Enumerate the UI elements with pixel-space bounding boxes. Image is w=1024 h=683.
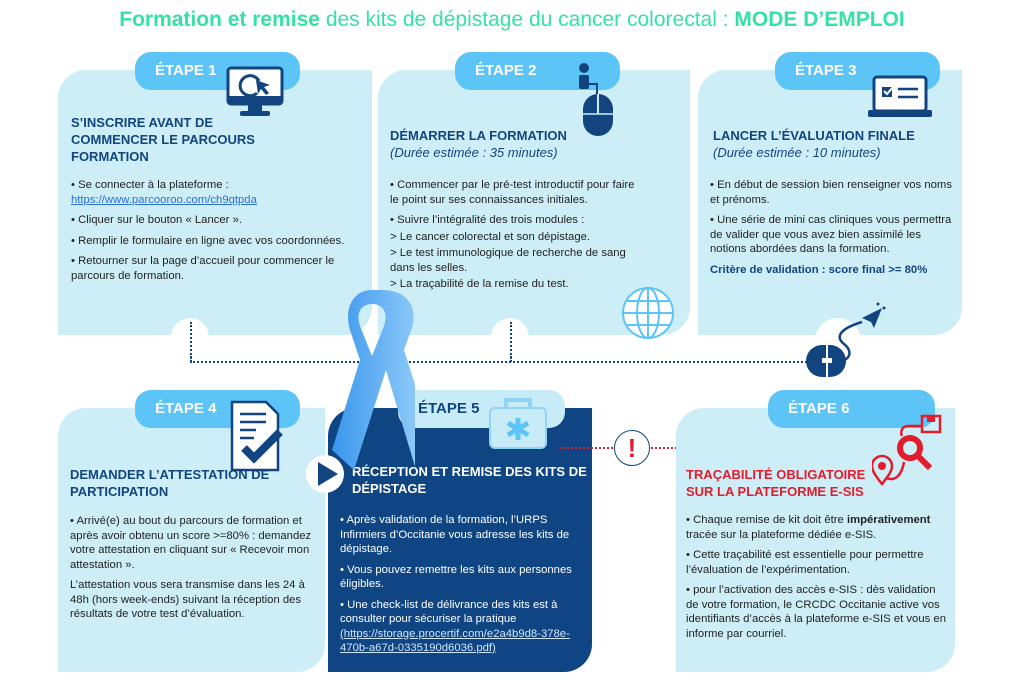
connector: [190, 322, 192, 362]
step-6-tab: ÉTAPE 6: [768, 390, 935, 428]
tab-label: ÉTAPE 5: [418, 400, 480, 417]
page-title: Formation et remise des kits de dépistag…: [0, 8, 1024, 32]
tab-label: ÉTAPE 4: [155, 400, 217, 417]
step-3-tab: ÉTAPE 3: [775, 52, 940, 90]
medical-kit-icon: [489, 398, 547, 449]
laptop-checklist-icon: [868, 75, 932, 117]
mouse-paperplane-icon: [806, 302, 886, 377]
mouse-user-icon: [579, 63, 613, 136]
connector: [510, 322, 512, 362]
awareness-ribbon-icon: [332, 290, 415, 470]
tab-label: ÉTAPE 6: [788, 400, 850, 417]
step-item: > La traçabilité de la remise du test.: [390, 278, 569, 290]
computer-click-icon: [226, 66, 284, 116]
step-2-tab: ÉTAPE 2: [455, 52, 620, 90]
step-item: • Une check-list de délivrance des kits …: [340, 598, 558, 626]
alert-icon: !: [614, 430, 650, 466]
step-1-card: S’INSCRIRE AVANT DE COMMENCER LE PARCOUR…: [58, 70, 372, 335]
step-item: • pour l’activation des accès e-SIS : dè…: [686, 584, 946, 640]
step-item: tracée sur la plateforme dédiée e-SIS.: [686, 528, 877, 541]
step-item: • Cette traçabilité est essentielle pour…: [686, 549, 924, 576]
certificate-check-icon: [230, 400, 283, 472]
step-item: • Chaque remise de kit doit être: [686, 514, 847, 526]
step-item: > Le test immunologique de recherche de …: [390, 247, 626, 274]
step-heading: DÉMARRER LA FORMATION: [390, 128, 567, 143]
step-item: • Après validation de la formation, l’UR…: [340, 514, 570, 555]
globe-icon: [622, 287, 674, 339]
checklist-link[interactable]: (https://storage.procertif.com/e2a4b9d8-…: [340, 627, 570, 655]
step-item: • En début de session bien renseigner vo…: [710, 179, 952, 206]
platform-link[interactable]: https://www.parcooroo.com/ch9qtpda: [71, 193, 257, 206]
title-regular: des kits de dépistage du cancer colorect…: [319, 8, 735, 31]
step-duration: (Durée estimée : 10 minutes): [713, 145, 881, 160]
step-item: • Arrivé(e) au bout du parcours de forma…: [70, 515, 312, 571]
tracking-search-icon: [872, 414, 942, 486]
step-item: • Remplir le formulaire en ligne avec vo…: [71, 234, 345, 247]
step-item: > Le cancer colorectal et son dépistage.: [390, 230, 591, 243]
step-item-emphasis: impérativement: [846, 514, 931, 526]
step-item: L’attestation vous sera transmise dans l…: [70, 579, 305, 620]
connector: [190, 361, 815, 363]
step-6-card: TRAÇABILITÉ OBLIGATOIRE SUR LA PLATEFORM…: [676, 408, 955, 672]
step-4-card: DEMANDER L’ATTESTATION DE PARTICIPATION …: [58, 408, 325, 672]
tab-label: ÉTAPE 3: [795, 62, 857, 79]
tab-label: ÉTAPE 1: [155, 62, 217, 79]
step-item: • Commencer par le pré-test introductif …: [390, 179, 635, 206]
step-item: • Se connecter à la plateforme :: [71, 179, 229, 191]
step-item: • Suivre l’intégralité des trois modules…: [390, 214, 585, 226]
step-heading: LANCER L’ÉVALUATION FINALE: [713, 128, 915, 143]
step-heading: S’INSCRIRE AVANT DE COMMENCER LE PARCOUR…: [71, 115, 255, 164]
step-item: • Une série de mini cas cliniques vous p…: [710, 214, 952, 255]
play-arrow-icon: [318, 462, 338, 486]
step-2-card: DÉMARRER LA FORMATION (Durée estimée : 35…: [378, 70, 690, 335]
step-5-card: RÉCEPTION ET REMISE DES KITS DE DÉPISTAG…: [328, 408, 592, 672]
step-heading: DEMANDER L’ATTESTATION DE PARTICIPATION: [70, 467, 270, 499]
step-duration: (Durée estimée : 35 minutes): [390, 145, 558, 160]
step-heading: TRAÇABILITÉ OBLIGATOIRE SUR LA PLATEFORM…: [686, 467, 866, 499]
tab-label: ÉTAPE 2: [475, 62, 537, 79]
title-caps: MODE D’EMPLOI: [734, 8, 905, 31]
step-item: • Retourner sur la page d’accueil pour c…: [71, 255, 335, 282]
title-bold: Formation et remise: [119, 8, 320, 31]
step-item: • Cliquer sur le bouton « Lancer ».: [71, 214, 242, 226]
step-heading: RÉCEPTION ET REMISE DES KITS DE DÉPISTAG…: [352, 464, 587, 496]
validation-criterion: Critère de validation : score final >= 8…: [710, 263, 928, 276]
step-item: • Vous pouvez remettre les kits aux pers…: [340, 563, 572, 591]
